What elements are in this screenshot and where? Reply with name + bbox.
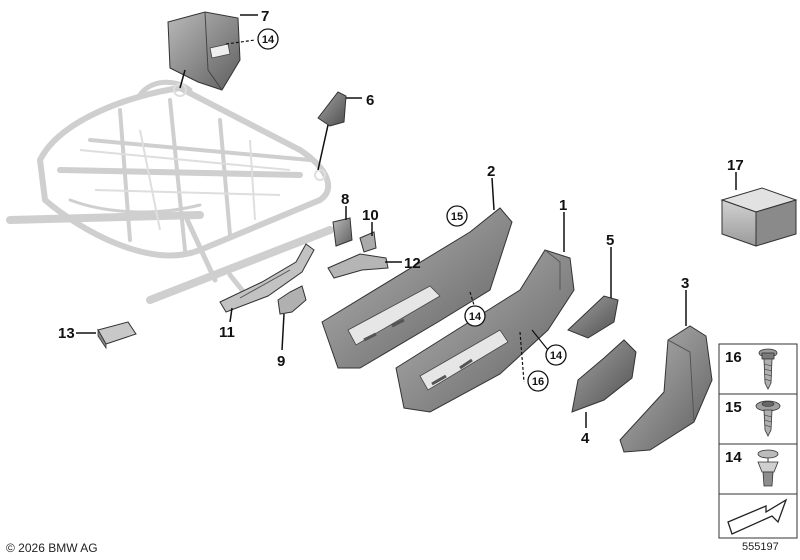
clip-14-icon: [757, 449, 779, 487]
legend-label-14: 14: [725, 449, 742, 466]
copyright-text: © 2026 BMW AG: [6, 541, 98, 555]
callout-13: 13: [58, 325, 75, 342]
screw-16-icon: [758, 348, 778, 390]
callout-2: 2: [487, 163, 495, 180]
part-9-bracket: [277, 285, 307, 315]
part-5-trim: [567, 295, 619, 339]
part-10-bracket: [359, 231, 377, 253]
svg-text:14: 14: [469, 311, 482, 323]
part-8-plate: [332, 217, 353, 247]
part-17-box: [720, 187, 798, 247]
callout-1: 1: [559, 197, 567, 214]
part-4-trim: [571, 339, 637, 413]
legend-label-16: 16: [725, 349, 742, 366]
part-1-side-panel: [395, 249, 575, 413]
seat-frame: [6, 79, 334, 304]
svg-text:16: 16: [532, 376, 544, 388]
callout-11: 11: [219, 324, 235, 341]
part-13-clip: [97, 321, 137, 350]
circled-callout-14-top: 14: [257, 28, 279, 50]
callout-8: 8: [341, 191, 349, 208]
part-6-clip: [317, 91, 347, 127]
circled-callout-14-right: 14: [545, 344, 567, 366]
svg-text:14: 14: [550, 350, 563, 362]
callout-9: 9: [277, 353, 285, 370]
seat-frame-detail: [79, 83, 326, 231]
callout-12: 12: [404, 255, 421, 272]
part-12-bracket: [327, 253, 389, 279]
part-11-bracket: [219, 243, 315, 313]
svg-text:15: 15: [451, 211, 463, 223]
callout-17: 17: [727, 157, 744, 174]
callout-6: 6: [366, 92, 374, 109]
fastener-legend: [718, 343, 798, 539]
circled-callout-15: 15: [446, 205, 468, 227]
part-2-side-panel: [321, 207, 513, 369]
part-3-cover: [619, 325, 713, 453]
part-7-cover: [167, 11, 241, 91]
callout-10: 10: [362, 207, 379, 224]
legend-label-15: 15: [725, 399, 742, 416]
screw-15-icon: [755, 400, 781, 437]
callout-4: 4: [581, 430, 590, 447]
callout-3: 3: [681, 275, 689, 292]
circled-callout-14-mid: 14: [464, 305, 486, 327]
circled-callout-16: 16: [527, 370, 549, 392]
svg-text:14: 14: [262, 34, 275, 46]
callout-7: 7: [261, 8, 269, 25]
diagram-id: 555197: [742, 541, 779, 553]
callout-5: 5: [606, 232, 614, 249]
arrow-icon: [727, 498, 788, 535]
